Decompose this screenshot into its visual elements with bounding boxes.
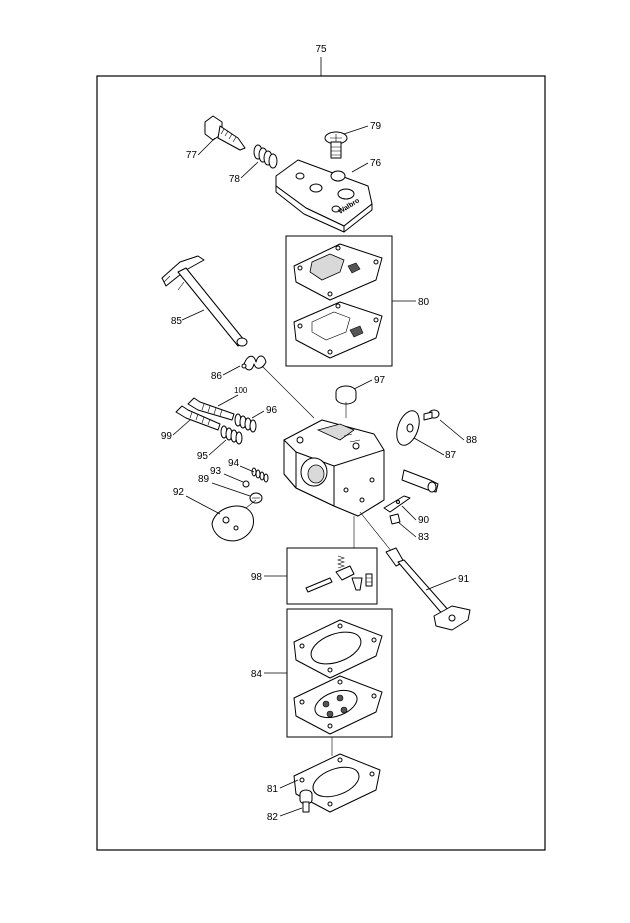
part-93-ball [242,480,250,488]
part-91-shaft [385,547,471,631]
part-84-gasket-upper [293,619,383,679]
leader-89 [211,482,251,497]
part-95-spring [220,425,243,445]
part-86-spring [241,355,267,371]
callout-97: 97 [374,375,386,386]
part-83-screw [389,513,401,525]
leader-95 [208,439,227,456]
callout-80: 80 [418,297,430,308]
part-90-plate [383,495,411,513]
part-98-box [286,547,378,605]
fuel-fitting [401,469,439,493]
part-76-cover: Walbro [275,159,373,233]
leader-93 [223,473,244,483]
leader-83 [397,521,417,538]
callout-84: 84 [251,669,263,680]
leader-78 [240,161,259,179]
callout-88: 88 [466,435,478,446]
leader-88 [439,419,465,441]
part-80-diaphragm-lower [293,301,383,359]
part-100-needle [187,397,235,421]
callout-94: 94 [228,458,240,469]
part-97-plug [335,385,357,405]
leader-86-body [261,365,315,419]
assembly-frame [96,75,546,851]
callout-76: 76 [370,158,382,169]
leader-85 [181,309,205,321]
part-89-screw [249,492,263,504]
part-81-cover [293,753,381,813]
part-82-screw [299,789,313,813]
part-87-disc [396,410,420,446]
part-94-spring [251,467,269,483]
callout-79: 79 [370,121,382,132]
part-84-diaphragm-lower [293,675,383,735]
callout-83: 83 [418,532,430,543]
callout-85: 85 [171,316,183,327]
callout-96: 96 [266,405,278,416]
callout-89: 89 [198,474,210,485]
leader-100 [217,394,239,407]
leader-79 [343,125,369,135]
leader-82 [279,807,303,817]
part-96-spring [234,413,257,433]
leader-86 [222,365,241,376]
part-98-components [305,555,373,593]
callout-75: 75 [315,44,327,55]
part-78-spring [253,144,278,169]
callout-78: 78 [229,174,241,185]
part-77-screw [204,115,246,151]
leader-90 [401,505,417,521]
part-92-cover [211,499,257,542]
leader-87 [413,437,445,456]
callout-87: 87 [445,450,457,461]
callout-81: 81 [267,784,279,795]
leader-97 [353,379,373,390]
leader-81 [279,779,299,789]
callout-92: 92 [173,487,185,498]
carburetor-body [283,419,385,517]
callout-77: 77 [186,150,198,161]
callout-95: 95 [197,451,209,462]
leader-77 [197,137,216,156]
callout-90: 90 [418,515,430,526]
leader-99 [172,419,191,436]
callout-98: 98 [251,572,263,583]
leader-96 [251,410,265,419]
callout-86: 86 [211,371,223,382]
callout-99: 99 [161,431,173,442]
part-80-diaphragm-upper [293,243,383,301]
part-85-lever [161,255,248,347]
callout-93: 93 [210,466,222,477]
leader-76 [351,162,369,173]
part-99-needle [175,405,221,431]
callout-82: 82 [267,812,279,823]
callout-91: 91 [458,574,470,585]
part-79-screw [324,131,348,159]
leader-91-body [359,511,393,553]
leader-94 [239,465,255,473]
leader-92 [185,495,221,515]
leader-91 [425,577,457,591]
callout-100: 100 [234,386,248,395]
part-88-screw [423,409,440,421]
